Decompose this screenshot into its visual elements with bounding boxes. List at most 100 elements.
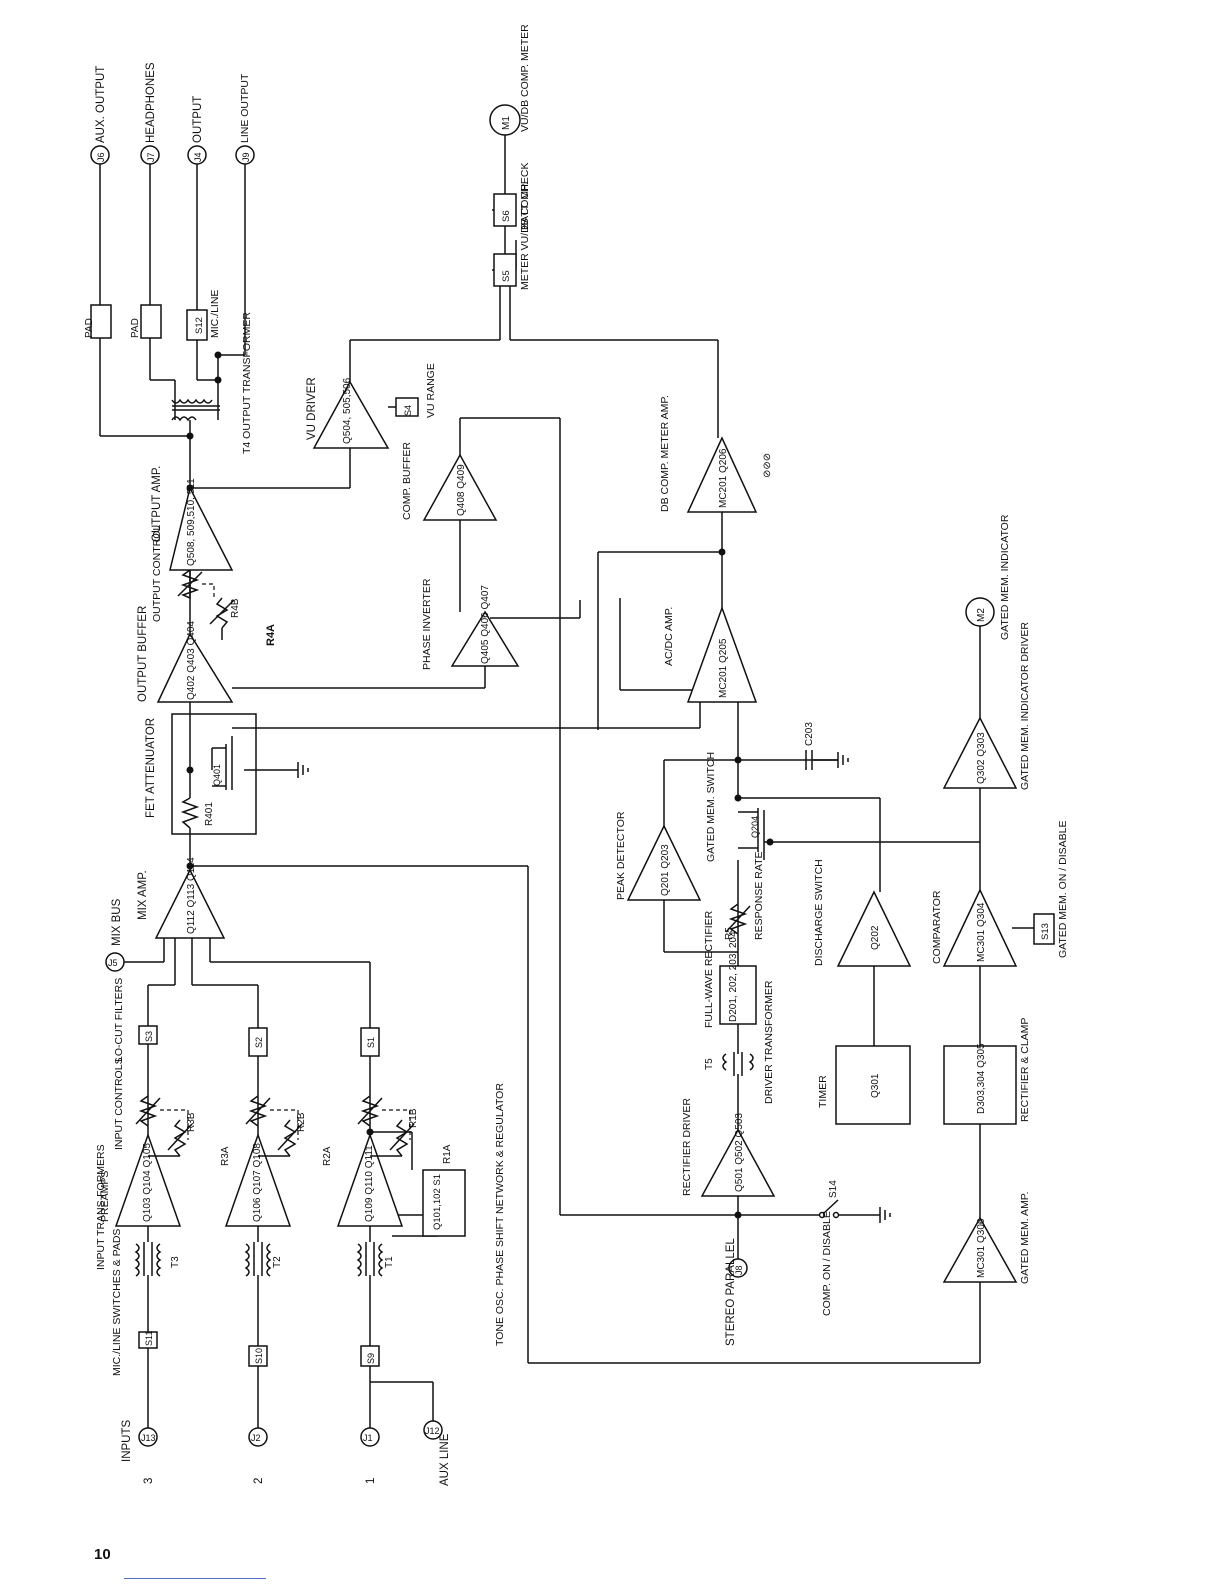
meter-m2: M2	[965, 597, 995, 627]
svg-text:J2: J2	[251, 1433, 261, 1443]
output-buffer: Q402 Q403 Q404	[156, 621, 234, 703]
svg-text:J6: J6	[96, 152, 106, 162]
mix-amp: Q112 Q113 Q114	[154, 857, 226, 939]
switch-s6: S6	[493, 193, 517, 227]
gated-mem-indicator-driver: Q302 Q303	[942, 716, 1018, 789]
aux-line-label: AUX LINE	[439, 1433, 451, 1486]
discharge-switch-label: DISCHARGE SWITCH	[813, 859, 825, 966]
svg-text:MC301 Q304: MC301 Q304	[976, 902, 987, 962]
rectifier-clamp-box: D303,304 Q305	[943, 1043, 1017, 1125]
vu-range-label: VU RANGE	[425, 363, 437, 418]
rectifier-driver: Q501 Q502 Q503	[700, 1113, 776, 1197]
svg-text:Q101,102 S1: Q101,102 S1	[432, 1174, 443, 1230]
output-amp: Q508, 509,510, 511	[169, 478, 234, 571]
headphones-label: HEADPHONES	[145, 62, 157, 143]
svg-text:Q301: Q301	[870, 1073, 881, 1098]
jack-j7: J7	[140, 145, 160, 165]
output-amp-label: OUTPUT AMP.	[151, 466, 163, 542]
svg-text:T3: T3	[170, 1256, 181, 1268]
stereo-parallel-label: STEREO PARALLEL	[725, 1238, 737, 1346]
db-comp-phase-marks: ⊘⊘⊘	[762, 453, 773, 478]
input-control-r2: R2B R2A	[245, 1095, 333, 1166]
switch-s11: S11	[138, 1331, 158, 1349]
pad-headphones: PAD	[130, 304, 162, 339]
preamp-channel-3: Q103 Q104 Q105	[114, 1132, 182, 1227]
svg-text:Q501 Q502 Q503: Q501 Q502 Q503	[734, 1113, 745, 1192]
svg-text:M1: M1	[501, 116, 512, 130]
svg-text:J5: J5	[108, 958, 118, 968]
fet-attenuator-label: FET ATTENUATOR	[145, 718, 157, 818]
svg-text:Q408 Q409: Q408 Q409	[456, 464, 467, 516]
output-buffer-label: OUTPUT BUFFER	[137, 606, 149, 702]
svg-text:R2B: R2B	[296, 1112, 307, 1132]
svg-text:S11: S11	[144, 1331, 154, 1346]
jack-j12: J12	[423, 1420, 443, 1440]
transformer-t2: T2	[244, 1242, 283, 1277]
svg-text:J1: J1	[363, 1433, 373, 1443]
svg-text:MC201 Q206: MC201 Q206	[718, 448, 729, 508]
svg-text:Q401: Q401	[212, 764, 222, 786]
svg-text:S14: S14	[828, 1180, 839, 1198]
jack-j8: J8	[728, 1258, 748, 1278]
mix-bus-label: MIX BUS	[111, 898, 123, 946]
resistor-r401: R401	[180, 797, 215, 829]
svg-text:J4: J4	[193, 152, 203, 162]
fet-q204: Q204	[738, 808, 770, 860]
preamp-channel-2: Q106 Q107 Q108	[224, 1132, 292, 1227]
transformer-t4: T4 OUTPUT TRANSFORMER	[171, 312, 253, 454]
svg-text:Q103 Q104 Q105: Q103 Q104 Q105	[142, 1143, 153, 1222]
output-control-label: OUTPUT CONTROL	[151, 525, 163, 622]
vu-driver-label: VU DRIVER	[306, 377, 318, 440]
footer-rule	[124, 1578, 266, 1579]
input-control-r3: R3B R3A	[135, 1095, 231, 1166]
jack-j4: J4	[187, 145, 207, 165]
comparator: MC301 Q304	[942, 888, 1018, 967]
svg-text:S10: S10	[254, 1348, 264, 1364]
svg-text:Q302 Q303: Q302 Q303	[976, 732, 987, 784]
jack-j9: J9	[235, 145, 255, 165]
switch-s13: S13	[1033, 913, 1055, 945]
channel-2-label: 2	[253, 1478, 265, 1484]
svg-text:Q204: Q204	[750, 816, 760, 838]
acdc-amp: MC201 Q205	[686, 605, 758, 703]
jack-j1: J1	[360, 1427, 380, 1447]
meter-m1: M1	[489, 104, 521, 136]
svg-text:T1: T1	[384, 1256, 395, 1268]
comp-buffer: Q408 Q409	[422, 453, 498, 521]
page-number: 10	[94, 1546, 111, 1563]
switch-s14: S14	[818, 1180, 840, 1219]
svg-text:J7: J7	[146, 152, 156, 162]
svg-text:R1B: R1B	[408, 1108, 419, 1128]
comp-on-disable-label: COMP. ON / DISABLE	[821, 1211, 833, 1316]
vu-db-meter-label: VU/DB COMP. METER	[519, 24, 531, 132]
input-transformers-label: INPUT TRANS-FORMERS	[95, 1144, 107, 1270]
tone-osc-label: TONE OSC. PHASE SHIFT NETWORK & REGULATO…	[494, 1083, 506, 1346]
input-control-r1: R1B R1A	[357, 1095, 453, 1164]
svg-text:J8: J8	[734, 1265, 744, 1275]
pad-aux-output: PAD	[84, 304, 112, 339]
gated-mem-switch-label: GATED MEM. SWITCH	[705, 752, 717, 862]
jack-j13: J13	[138, 1427, 158, 1447]
mix-amp-label: MIX AMP.	[137, 870, 149, 920]
mic-line-label: MIC./LINE	[209, 290, 221, 338]
full-wave-rectifier-label: FULL-WAVE RECTIFIER	[703, 910, 715, 1028]
svg-text:Q201 Q203: Q201 Q203	[660, 844, 671, 896]
full-wave-rectifier-box: D201, 202, 203, 204	[719, 931, 757, 1025]
svg-text:S3: S3	[144, 1031, 154, 1042]
svg-text:MC301 Q306: MC301 Q306	[976, 1218, 987, 1278]
resistor-r5: R5	[724, 903, 751, 940]
svg-text:R5: R5	[724, 927, 735, 940]
mic-line-switches-label: MIC./LINE SWITCHES & PADS	[111, 1229, 123, 1376]
aux-output-label: AUX. OUTPUT	[95, 66, 107, 143]
svg-text:S13: S13	[1040, 923, 1051, 940]
switch-s4: S4	[395, 397, 419, 417]
switch-s2: S2	[248, 1027, 268, 1057]
svg-text:R4B: R4B	[230, 598, 241, 618]
jack-j6: J6	[90, 145, 110, 165]
phase-inverter: Q405 Q406 Q407	[450, 585, 520, 667]
gated-mem-amp-label: GATED MEM. AMP.	[1019, 1192, 1031, 1284]
svg-text:T5: T5	[704, 1058, 715, 1070]
transformer-t1: T1	[356, 1242, 395, 1277]
meter-vudb-label: METER VU/DB COMP.	[519, 182, 531, 290]
